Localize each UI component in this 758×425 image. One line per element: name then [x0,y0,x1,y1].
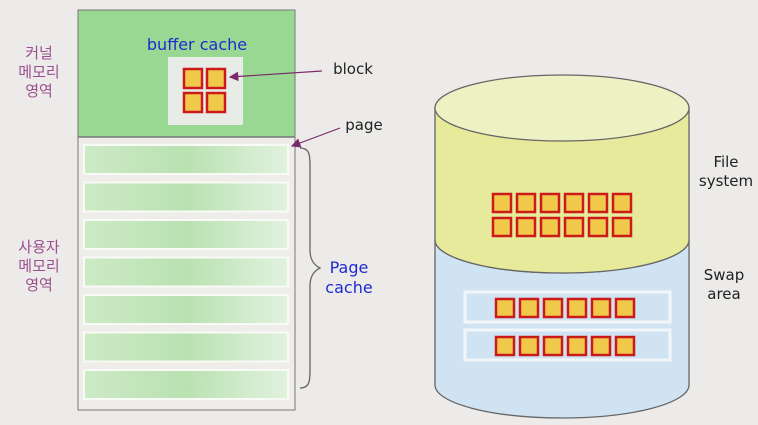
disk-top [434,74,690,142]
file-system-label-line-2: system [698,172,754,191]
buffer-block [182,67,204,90]
page-row [83,369,289,400]
swap-block [590,335,612,357]
file-system-label: File system [693,153,758,191]
buffer-cache-box [168,57,243,125]
file-system-block [539,216,561,238]
buffer-cache-label: buffer cache [146,35,248,54]
page-row [83,181,289,213]
file-system-block [611,216,633,238]
buffer-block [205,67,227,90]
kernel-label-line-1: 커널 [25,44,53,62]
swap-block [566,335,588,357]
swap-block [590,297,612,319]
swap-block [566,297,588,319]
user-label-line-3: 영역 [25,276,53,295]
swap-block [614,297,636,319]
page-row [83,256,289,288]
page-cache-label-line-1: Page [329,258,369,277]
swap-area-label-line-2: area [707,285,741,304]
kernel-label-line-2: 메모리 [18,63,60,82]
swap-area-label-line-1: Swap [703,266,745,284]
kernel-memory-label: 커널 메모리 영역 [4,44,74,102]
user-label-line-2: 메모리 [18,257,60,276]
swap-block [494,297,516,319]
page-cache-brace [299,147,322,389]
swap-block [614,335,636,357]
swap-block [518,297,540,319]
page-label: page [345,116,383,134]
buffer-block [182,91,204,114]
page-row [83,331,289,363]
page-row [83,294,289,325]
block-label: block [333,60,373,78]
user-label-line-1: 사용자 [18,238,60,256]
file-system-label-line-1: File [713,153,739,171]
swap-area-label: Swap area [693,266,755,304]
file-system-block [539,192,561,214]
page-row [83,219,289,250]
memory-column [77,9,296,411]
swap-block [518,335,540,357]
file-system-block [515,192,537,214]
file-system-blocks [491,192,633,238]
page-cache-rows [83,144,289,400]
swap-block [494,335,516,357]
buffer-cache-blocks [182,67,227,114]
page-row [83,144,289,175]
file-system-block [587,216,609,238]
page-cache-label-line-2: cache [325,278,373,298]
block-arrow [228,70,323,82]
swap-slot-2 [463,328,672,362]
page-cache-label: Page cache [318,258,380,299]
swap-area-blocks [494,297,636,357]
page-arrow [290,127,341,148]
file-system-block [587,192,609,214]
file-system-block [563,192,585,214]
file-system-block [515,216,537,238]
swap-slot-1 [463,290,672,324]
swap-block [542,335,564,357]
file-system-block [491,216,513,238]
kernel-label-line-3: 영역 [25,82,53,101]
user-memory-label: 사용자 메모리 영역 [4,238,74,296]
swap-block [542,297,564,319]
file-system-block [563,216,585,238]
buffer-block [205,91,227,114]
file-system-block [491,192,513,214]
file-system-block [611,192,633,214]
disk-cylinder [434,74,690,419]
